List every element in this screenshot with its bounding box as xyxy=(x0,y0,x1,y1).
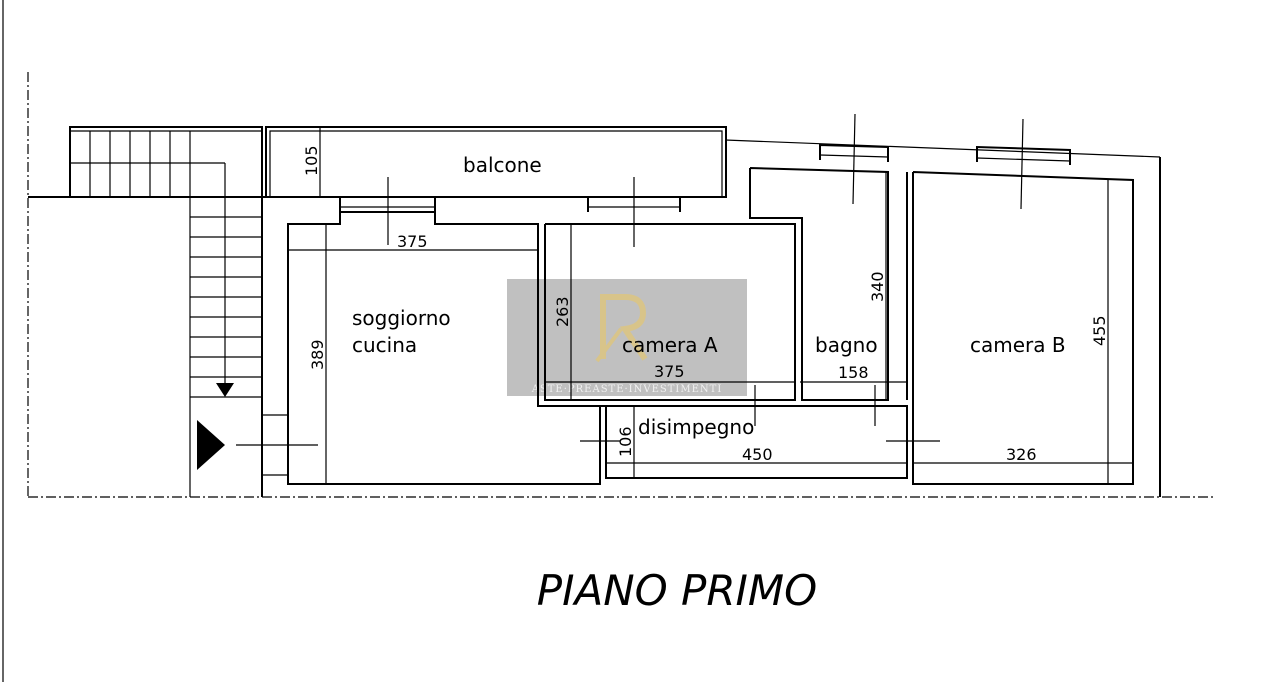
room-label-bagno: bagno xyxy=(815,333,878,357)
entrance-arrow-icon xyxy=(197,420,225,470)
dim-camera-b-width: 326 xyxy=(1006,445,1037,464)
room-label-camera-b: camera B xyxy=(970,333,1066,357)
dim-disimpegno-depth: 106 xyxy=(616,426,635,457)
room-label-disimpegno: disimpegno xyxy=(638,415,754,439)
balcony xyxy=(265,126,727,198)
dim-camera-b-depth: 455 xyxy=(1090,315,1109,346)
dimension-lines xyxy=(288,127,1133,484)
dim-soggiorno-depth: 389 xyxy=(308,339,327,370)
camera-a-walls xyxy=(544,177,796,426)
exterior-wall-slanted xyxy=(724,139,1161,158)
watermark-text: ASTE·PREASTE·INVESTIMENTI xyxy=(531,384,723,395)
dim-camera-a-depth: 263 xyxy=(553,296,572,327)
room-label-cucina: cucina xyxy=(352,333,417,357)
watermark-logo xyxy=(595,294,648,363)
dim-balcone-depth: 105 xyxy=(302,145,321,176)
staircase xyxy=(69,126,318,497)
room-label-soggiorno: soggiorno xyxy=(352,306,451,330)
camera-b-walls xyxy=(886,118,1134,485)
bagno-walls xyxy=(749,113,908,426)
dim-disimpegno-width: 450 xyxy=(742,445,773,464)
plan-title: PIANO PRIMO xyxy=(536,566,818,615)
disimpegno-walls xyxy=(541,405,908,479)
room-label-camera-a: camera A xyxy=(622,333,718,357)
dim-soggiorno-width: 375 xyxy=(397,232,428,251)
room-label-balcone: balcone xyxy=(463,153,542,177)
dim-bagno-depth: 340 xyxy=(868,271,887,302)
dim-camera-a-width: 375 xyxy=(654,362,685,381)
dim-bagno-width: 158 xyxy=(838,363,869,382)
watermark: ASTE·PREASTE·INVESTIMENTI xyxy=(507,279,747,396)
stair-arrow-icon xyxy=(216,383,234,397)
